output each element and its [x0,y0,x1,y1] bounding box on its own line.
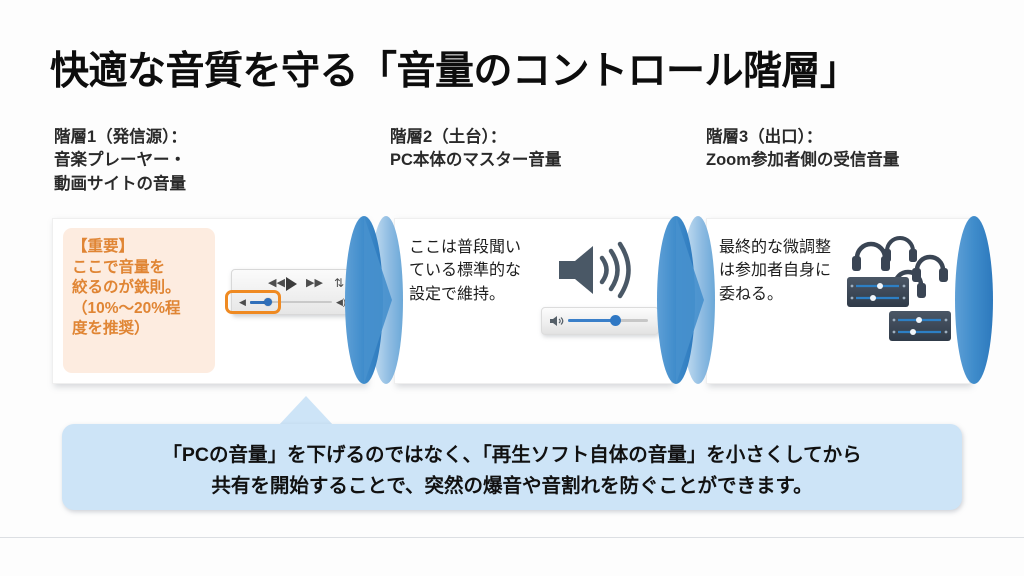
volume-high-icon: ◀)) [336,297,349,307]
volume-slider-track[interactable] [250,301,332,303]
player-volume-row[interactable]: ◀ ◀)) [232,295,354,309]
play-icon[interactable] [286,277,297,291]
important-note-text: 【重要】 ここで音量を 絞るのが鉄則。 （10%〜20%程 度を推奨） [72,238,181,338]
footer-divider [0,537,1024,538]
panel-tier3: 最終的な微調整 は参加者自身に 委ねる。 [706,218,970,384]
mixer-icon [889,311,951,341]
chevron-arrow-icon [952,214,1002,386]
panel-tier2: ここは普段聞い ている標準的な 設定で維持。 [394,218,672,384]
system-volume-knob[interactable] [610,315,621,326]
callout-pointer [278,396,334,426]
volume-slider-fill [250,301,267,304]
volume-highlight-box [225,290,281,314]
panel-tier3-body: 最終的な微調整 は参加者自身に 委ねる。 [719,239,832,303]
system-volume-fill [568,319,616,322]
volume-slider-knob[interactable] [264,298,272,306]
loop-icon[interactable]: ⇅ [334,276,345,290]
column-heading-tier1: 階層1（発信源）： 音楽プレーヤー・ 動画サイトの音量 [54,128,187,193]
summary-callout-text: 「PCの音量」を下げるのではなく、「再生ソフト自体の音量」を小さくしてから 共有… [162,444,862,498]
mixer-icon [847,277,909,307]
column-heading-tier3: 階層3（出口）： Zoom参加者側の受信音量 [706,128,900,170]
next-track-icon[interactable]: ▶▶ [306,277,323,289]
important-note-card: 【重要】 ここで音量を 絞るのが鉄則。 （10%〜20%程 度を推奨） [63,228,215,373]
volume-low-icon: ◀ [239,297,246,307]
chevron-arrow-icon [652,214,724,386]
summary-callout: 「PCの音量」を下げるのではなく、「再生ソフト自体の音量」を小さくしてから 共有… [62,424,962,510]
headphones-icon [852,241,890,271]
prev-track-icon[interactable]: ◀◀ [268,277,285,289]
volume-low-icon [550,316,564,326]
player-transport-row: ◀◀ ▶▶ ⇅ [232,275,354,292]
participant-devices-graphic [847,225,965,343]
system-volume-slider[interactable] [541,307,659,335]
column-heading-tier2: 階層2（土台）： PC本体のマスター音量 [390,128,562,170]
speaker-wave-icon [545,234,655,306]
page-title: 快適な音質を守る「音量のコントロール階層」 [50,50,859,93]
panel-tier2-body: ここは普段聞い ている標準的な 設定で維持。 [409,239,522,303]
chevron-arrow-icon [340,214,412,386]
panel-tier1: 【重要】 ここで音量を 絞るのが鉄則。 （10%〜20%程 度を推奨） ◀◀ ▶… [52,218,366,384]
